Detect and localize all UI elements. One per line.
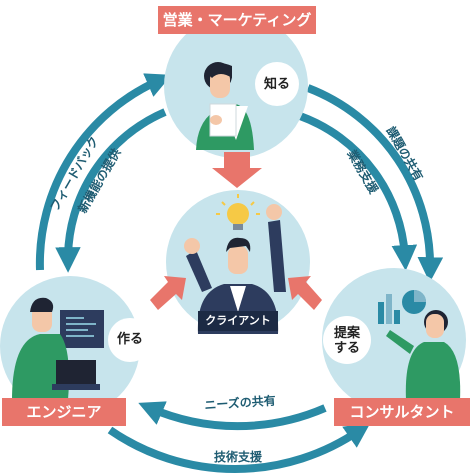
right-arrow [288, 276, 322, 310]
propose-action: 提案する [333, 326, 360, 356]
arrow-tech-support [107, 422, 371, 473]
arrow-feedback [35, 73, 172, 271]
consultant-label: コンサルタント [349, 403, 455, 421]
light-bulb-icon [216, 194, 260, 230]
arrow-business-support [298, 112, 418, 271]
consultant-illustration [378, 290, 461, 400]
know-action: 知る [263, 77, 290, 92]
propose-badge [323, 316, 371, 364]
down-arrow [212, 152, 262, 188]
engineer-label: エンジニア [26, 403, 102, 421]
make-action: 作る [116, 332, 143, 347]
arrow-new-feature [55, 108, 167, 273]
engineer-label-bg [2, 398, 126, 426]
sales-label-bg [158, 6, 316, 34]
client-label: クライアント [198, 311, 278, 331]
arrow-needs-sharing [138, 401, 327, 431]
know-badge [255, 62, 299, 106]
left-arrow [150, 276, 186, 310]
bar-chart-icon [378, 294, 400, 324]
consultant-label-bg [334, 398, 470, 426]
sales-circle [164, 14, 308, 158]
pie-chart-icon [402, 290, 426, 314]
tech-support-text: 技術支援 [213, 450, 262, 464]
arrow-issue-sharing [306, 84, 444, 283]
cycle-arrows [35, 73, 444, 473]
make-badge [108, 318, 152, 362]
sales-marketing-label: 営業・マーケティング [162, 11, 312, 29]
client-inflow-arrows [150, 152, 322, 310]
sales-person-illustration [196, 62, 254, 150]
engineer-illustration [12, 297, 104, 400]
